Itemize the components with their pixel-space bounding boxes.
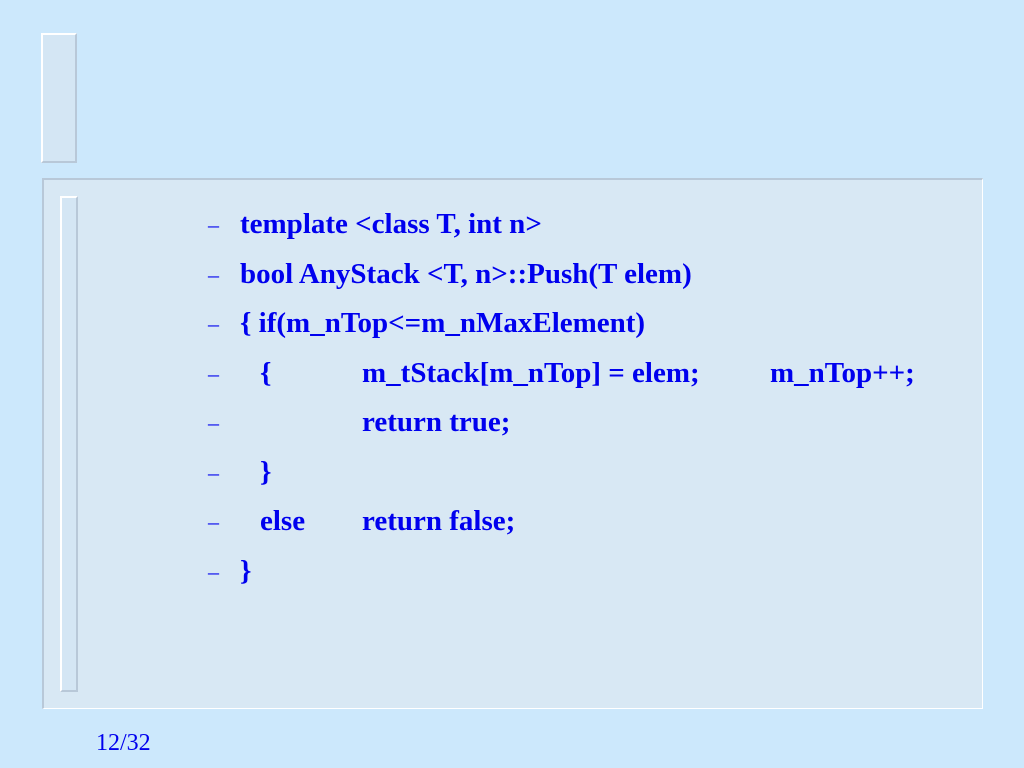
code-text: } [240,554,252,587]
decorative-bar-top [41,33,77,163]
bullet-dash: – [208,509,219,534]
code-text: } [260,455,272,488]
code-text: m_nTop++; [770,356,915,389]
bullet-dash: – [208,410,219,435]
code-text: { if(m_nTop<=m_nMaxElement) [240,307,646,339]
code-text: else [260,505,306,537]
code-text: { [260,356,272,389]
page-number: 12/32 [96,730,151,756]
code-text: bool AnyStack <T, n>::Push(T elem) [240,257,692,290]
decorative-bar-left [60,196,78,692]
code-text: template <class T, int n> [240,208,542,240]
bullet-dash: – [208,360,219,386]
content-panel: – template <class T, int n> – bool AnySt… [42,178,983,709]
code-text: return false; [362,505,516,537]
bullet-dash: – [208,558,219,584]
bullet-dash: – [208,261,219,287]
code-text: m_tStack[m_nTop] = elem; [362,356,700,389]
bullet-dash: – [208,459,219,485]
code-text: return true; [362,406,511,438]
bullet-dash: – [208,212,219,237]
bullet-dash: – [208,311,219,336]
